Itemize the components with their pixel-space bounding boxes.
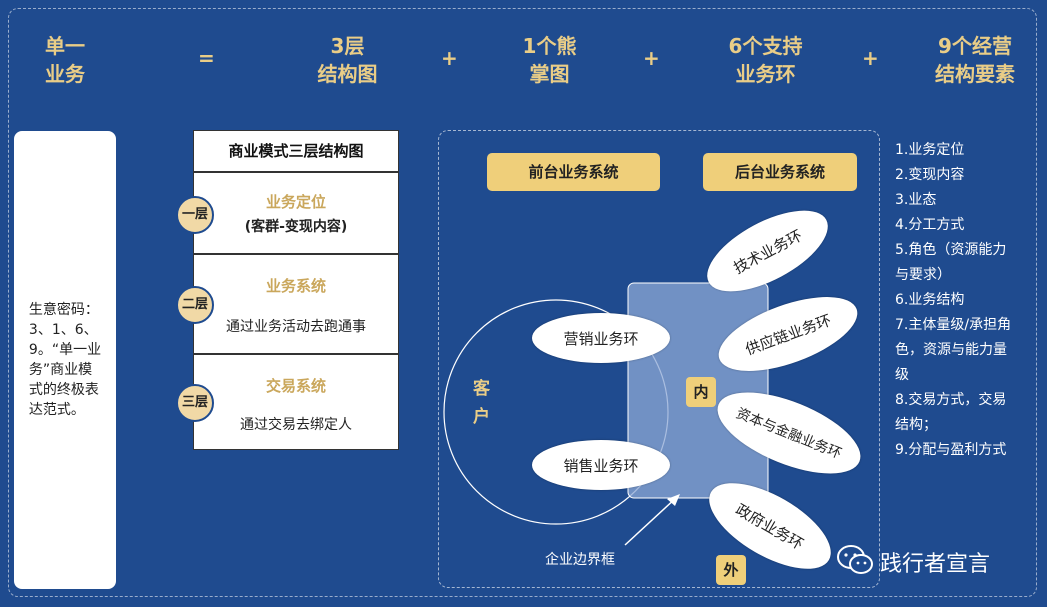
customer-label: 客 户 [473,379,490,427]
formula-six-rings: 6个支持 业务环 [728,34,803,86]
element-item: 7.主体量级/承担角 色，资源与能力量 级 [895,317,1012,383]
element-item: 6.业务结构 [895,292,965,308]
bear-paw-diagram-panel [438,130,880,588]
boundary-label: 企业边界框 [545,552,615,568]
element-item: 4.分工方式 [895,217,965,233]
front-system-label: 前台业务系统 [487,153,660,191]
marketing-ring: 营销业务环 [532,313,670,363]
inner-label: 内 [686,377,716,407]
formula-single-business: 单一 业务 [45,34,85,86]
table-header: 商业模式三层结构图 [193,130,399,172]
layer-1-sub: (客群-变现内容) [244,219,348,235]
element-item: 2.变现内容 [895,167,965,183]
table-row-layer-1: 业务定位 (客群-变现内容) [193,172,399,254]
back-system-label: 后台业务系统 [703,153,857,191]
layer-3-badge: 三层 [176,384,214,422]
three-layer-table: 商业模式三层结构图 业务定位 (客群-变现内容) 业务系统 通过业务活动去跑通事… [193,130,399,450]
wechat-icon [836,544,874,580]
layer-3-sub: 通过交易去绑定人 [240,417,352,433]
layer-2-badge: 二层 [176,286,214,324]
layer-1-title: 业务定位 [265,193,326,211]
sales-ring: 销售业务环 [532,440,670,490]
table-row-layer-3: 交易系统 通过交易去绑定人 [193,354,399,450]
nine-elements-list: 1.业务定位 2.变现内容 3.业态 4.分工方式 5.角色（资源能力 与要求）… [895,138,1035,463]
outer-frame [8,8,1037,597]
layer-3-title: 交易系统 [265,377,326,395]
business-code-box: 生意密码： 3、1、6、 9。“单一业 务”商业模 式的终极表 达范式。 [14,131,116,589]
formula-bear-paw: 1个熊 掌图 [522,34,577,86]
formula-plus-1: + [441,46,458,70]
watermark-text: 践行者宣言 [880,552,991,577]
element-item: 1.业务定位 [895,142,965,158]
layer-2-sub: 通过业务活动去跑通事 [226,319,366,335]
formula-equals: = [198,46,215,70]
table-row-layer-2: 业务系统 通过业务活动去跑通事 [193,254,399,354]
formula-plus-2: + [643,46,660,70]
element-item: 9.分配与盈利方式 [895,442,1007,458]
business-code-text: 生意密码： 3、1、6、 9。“单一业 务”商业模 式的终极表 达范式。 [28,302,102,418]
formula-three-layers: 3层 结构图 [317,34,378,86]
element-item: 3.业态 [895,192,937,208]
element-item: 8.交易方式，交易 结构； [895,392,1007,433]
layer-2-title: 业务系统 [265,277,326,295]
formula-plus-3: + [862,46,879,70]
layer-1-badge: 一层 [176,196,214,234]
formula-nine-elements: 9个经营 结构要素 [935,34,1015,86]
element-item: 5.角色（资源能力 与要求） [895,242,1007,283]
outer-label: 外 [716,555,746,585]
